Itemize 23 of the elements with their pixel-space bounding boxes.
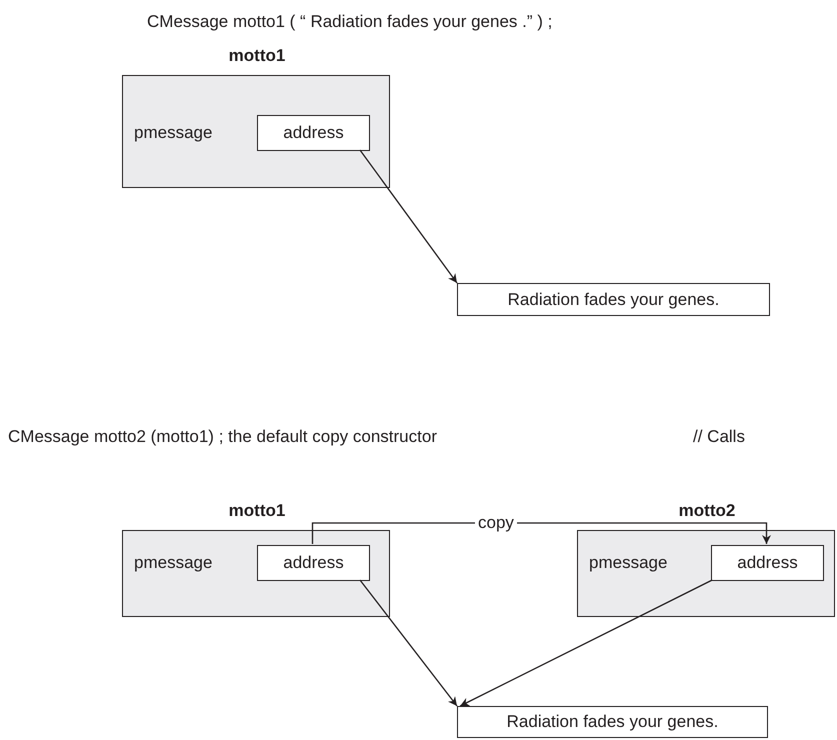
value-text: address: [283, 553, 344, 573]
value-box: [711, 545, 824, 581]
member-name: pmessage: [134, 123, 212, 143]
pointer-arrow: [359, 150, 458, 284]
value-box: [257, 545, 370, 581]
object-name: motto1: [228, 46, 286, 66]
pointer-arrow: [359, 580, 458, 706]
code-line: CMessage motto2 (motto1) ; the default copy constructor: [8, 427, 437, 447]
object-name: motto2: [678, 501, 736, 521]
member-name: pmessage: [134, 553, 212, 573]
value-text: address: [283, 123, 344, 143]
value-text: Radiation fades your genes.: [508, 290, 720, 310]
value-box: [457, 706, 768, 738]
value-text: address: [737, 553, 798, 573]
pointer-arrow: [460, 579, 713, 707]
object-name: motto1: [228, 501, 286, 521]
copy-arrow: [312, 522, 771, 544]
code-comment: // Calls: [693, 427, 745, 447]
value-text: Radiation fades your genes.: [506, 712, 718, 732]
member-name: pmessage: [589, 553, 668, 573]
code-line: CMessage motto1 ( “ Radiation fades your genes .” ) ;: [147, 12, 552, 32]
value-box: [257, 115, 370, 151]
value-box: [457, 283, 770, 316]
